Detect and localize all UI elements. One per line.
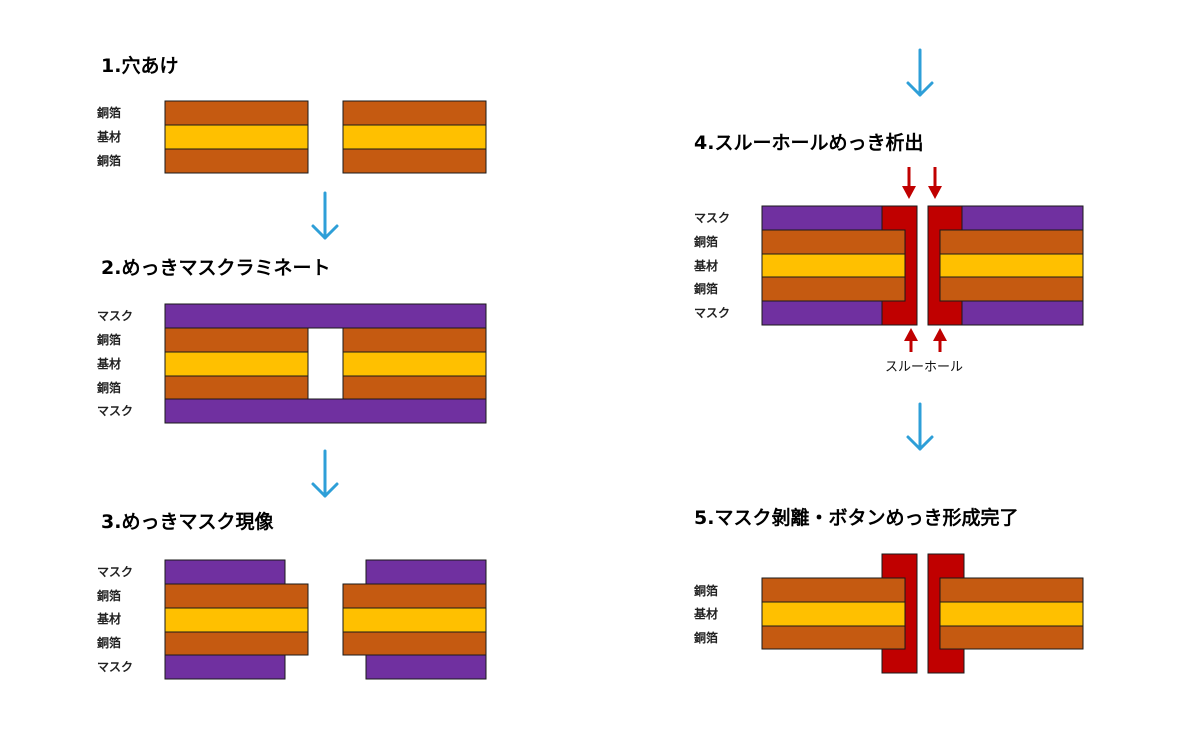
step-4-plating-right [927, 205, 963, 326]
step-1-title: 1.穴あけ [101, 54, 178, 77]
step-4-label-copper-bottom: 銅箔 [693, 281, 718, 296]
step-3-label-mask-top: マスク [97, 565, 133, 579]
step-4-mask-top-left [761, 205, 883, 231]
step-2-copper-bottom-right [342, 375, 487, 400]
step-4-title: 4.スルーホールめっき析出 [694, 131, 923, 154]
step-2-mask-bottom [164, 398, 487, 424]
step-2-label-mask-bottom: マスク [97, 404, 133, 418]
through-hole-caption: スルーホール [885, 360, 963, 375]
step-3-copper-top-left [164, 583, 309, 609]
step-3-copper-bottom-left [164, 631, 309, 656]
step-2-label-copper-top: 銅箔 [96, 332, 121, 347]
step-3-label-substrate: 基材 [96, 611, 121, 626]
step-3-mask-top-right [365, 559, 487, 585]
step-3-mask-bottom-left [164, 654, 286, 680]
step-2-copper-top-left [164, 327, 309, 353]
step-4-label-mask-top: マスク [694, 211, 730, 225]
step-3-label-copper-bottom: 銅箔 [96, 635, 121, 650]
step-5-copper-top-right [939, 577, 1084, 603]
step-5-label-copper-top: 銅箔 [693, 583, 718, 598]
step-1-copper-bottom-left [164, 148, 309, 174]
step-5-copper-bottom-right [939, 625, 1084, 650]
step-3-mask-bottom-right [365, 654, 487, 680]
step-4-copper-bottom-right [939, 276, 1084, 302]
step-4-mask-bottom-left [761, 300, 883, 326]
step-4-copper-top-right [939, 229, 1084, 255]
step-2-mask-top [164, 303, 487, 329]
step-4-plating-left [881, 205, 918, 326]
down-arrow-icon [311, 191, 339, 240]
step-1: 1.穴あけ 銅箔 基材 銅箔 [96, 54, 487, 174]
step-2-copper-top-right [342, 327, 487, 353]
step-4-mask-bottom-right [961, 300, 1084, 326]
step-4-mask-top-right [961, 205, 1084, 231]
down-arrow-icon [311, 449, 339, 498]
step-5-button-plating-right [927, 553, 965, 674]
step-2-title: 2.めっきマスクラミネート [101, 257, 330, 279]
step-5: 5.マスク剝離・ボタンめっき形成完了 銅箔 基材 銅箔 [693, 506, 1084, 674]
step-4-substrate-right [939, 253, 1084, 278]
step-4-substrate-left [761, 253, 906, 278]
step-3-title: 3.めっきマスク現像 [101, 510, 274, 533]
step-2-copper-bottom-left [164, 375, 309, 400]
step-4: 4.スルーホールめっき析出 マスク 銅箔 基材 銅箔 マスク [693, 131, 1084, 375]
red-arrow-icon [928, 167, 942, 199]
red-arrow-icon [933, 328, 947, 352]
step-5-label-substrate: 基材 [693, 606, 718, 621]
step-5-button-plating-left [881, 553, 918, 674]
step-5-substrate-right [939, 601, 1084, 627]
step-5-title: 5.マスク剝離・ボタンめっき形成完了 [694, 506, 1018, 529]
step-3-copper-top-right [342, 583, 487, 609]
down-arrow-icon [906, 48, 934, 97]
step-2-substrate-left [164, 351, 309, 377]
step-3-copper-bottom-right [342, 631, 487, 656]
step-4-label-mask-bottom: マスク [694, 306, 730, 320]
step-4-copper-bottom-left [761, 276, 906, 302]
step-5-copper-bottom-left [761, 625, 906, 650]
step-4-copper-top-left [761, 229, 906, 255]
step-4-label-substrate: 基材 [693, 258, 718, 273]
step-2-label-mask-top: マスク [97, 309, 133, 323]
step-3-substrate-left [164, 607, 309, 633]
step-5-copper-top-left [761, 577, 906, 603]
step-1-substrate-right [342, 124, 487, 150]
step-2: 2.めっきマスクラミネート マスク 銅箔 基材 銅箔 マスク [96, 257, 487, 424]
step-3-substrate-right [342, 607, 487, 633]
red-arrow-icon [902, 167, 916, 199]
step-1-copper-top-right [342, 100, 487, 126]
step-4-label-copper-top: 銅箔 [693, 234, 718, 249]
step-3-mask-top-left [164, 559, 286, 585]
red-arrow-icon [904, 328, 918, 352]
step-1-label-copper-bottom: 銅箔 [96, 153, 121, 168]
down-arrow-icon [906, 402, 934, 451]
step-1-copper-bottom-right [342, 148, 487, 174]
step-3-label-copper-top: 銅箔 [96, 588, 121, 603]
step-1-substrate-left [164, 124, 309, 150]
step-2-label-substrate: 基材 [96, 356, 121, 371]
step-1-label-substrate: 基材 [96, 129, 121, 144]
step-3: 3.めっきマスク現像 マスク 銅箔 基材 銅箔 マスク [96, 510, 487, 680]
step-5-label-copper-bottom: 銅箔 [693, 630, 718, 645]
step-2-substrate-right [342, 351, 487, 377]
step-5-substrate-left [761, 601, 906, 627]
step-3-label-mask-bottom: マスク [97, 660, 133, 674]
step-1-label-copper-top: 銅箔 [96, 105, 121, 120]
step-2-label-copper-bottom: 銅箔 [96, 380, 121, 395]
step-1-copper-top-left [164, 100, 309, 126]
